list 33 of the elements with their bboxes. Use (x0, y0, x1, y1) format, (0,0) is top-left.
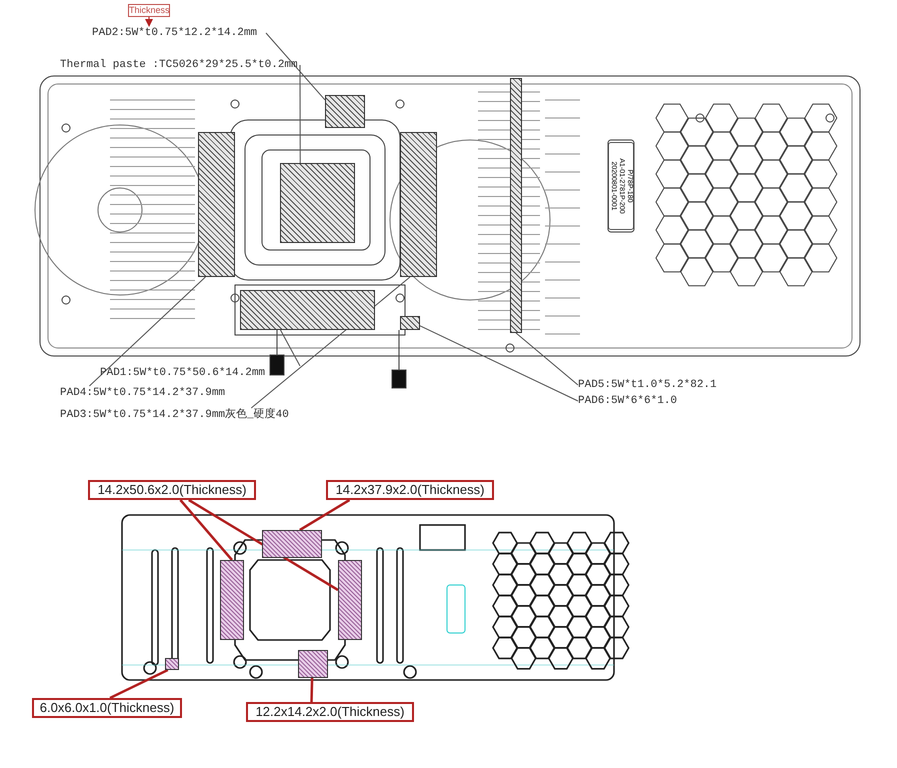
pad-spec-text: PAD6:5W*6*6*1.0 (578, 394, 690, 408)
thermal-pad (165, 658, 179, 670)
thickness-note: Thickness (128, 4, 170, 17)
thermal-pad (400, 132, 437, 277)
gpu-die (280, 163, 355, 243)
leader-line (516, 332, 578, 386)
leader-line (310, 678, 314, 702)
pad-spec-text: PAD3:5W*t0.75*14.2*37.9mm灰色_硬度40 (60, 408, 322, 422)
thermal-pad (198, 132, 235, 277)
leader-line (300, 64, 301, 164)
leader-line (88, 276, 206, 386)
leader-line (299, 498, 350, 532)
dimension-callout: 12.2x14.2x2.0(Thickness) (246, 702, 414, 722)
leader-line (420, 325, 578, 402)
pad-spec-text: PAD4:5W*t0.75*14.2*37.9mm (60, 386, 256, 400)
dimension-callout: 6.0x6.0x1.0(Thickness) (32, 698, 182, 718)
leader-line (266, 32, 326, 100)
pad-spec-text: PAD2:5W*t0.75*12.2*14.2mm (92, 26, 266, 40)
thermal-pad (338, 560, 362, 640)
dimension-callout: 14.2x50.6x2.0(Thickness) (88, 480, 256, 500)
thermal-pad (240, 290, 375, 330)
thermal-pad (325, 95, 365, 128)
leader-line (179, 499, 233, 561)
dimension-callout: 14.2x37.9x2.0(Thickness) (326, 480, 494, 500)
thermal-pad (510, 78, 522, 333)
leader-line (145, 16, 154, 27)
thermal-pad (220, 560, 244, 640)
thermal-pad (298, 650, 328, 678)
leader-line (109, 668, 168, 700)
thermal-pad (400, 316, 420, 330)
thermal-pad (262, 530, 322, 558)
pad-spec-text: PAD5:5W*t1.0*5.2*82.1 (578, 378, 720, 392)
leader-line (280, 330, 300, 366)
